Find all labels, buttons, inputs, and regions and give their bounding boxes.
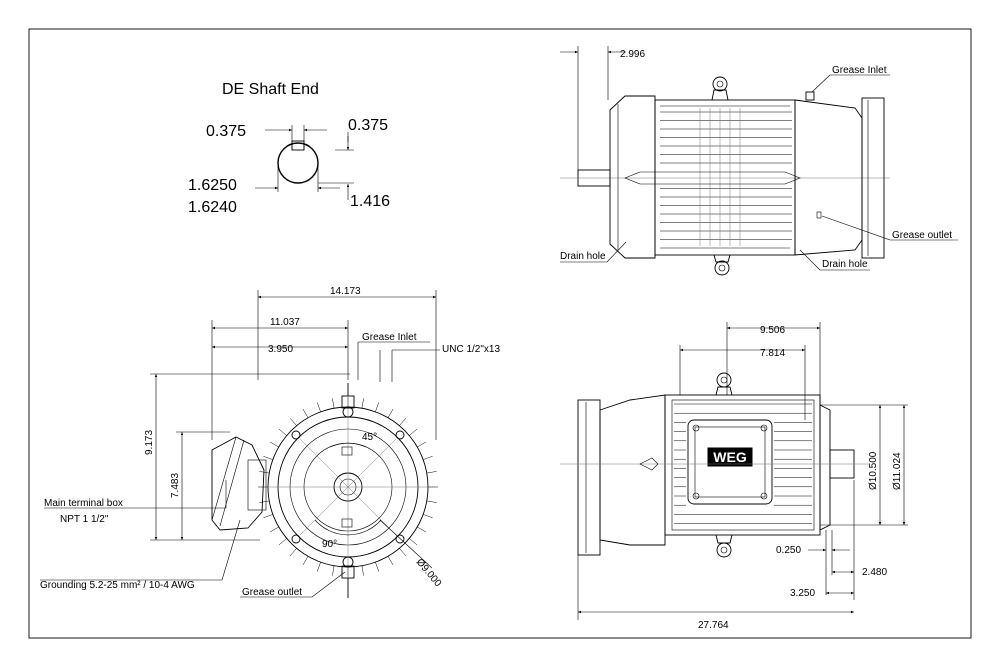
front-grease-outlet-label: Grease outlet xyxy=(242,587,302,598)
cooling-fin xyxy=(375,402,380,412)
cooling-fin xyxy=(263,455,273,460)
weg-logo-text: WEG xyxy=(713,449,747,465)
shaft-dia-min: 1.6240 xyxy=(188,199,237,216)
cooling-fin xyxy=(361,565,364,576)
cooling-fin xyxy=(409,538,418,546)
front-thread-label: UNC 1/2"x13 xyxy=(442,344,500,355)
shaft-key-depth: 0.375 xyxy=(348,117,388,134)
cooling-fin xyxy=(259,500,270,503)
side-terminal-box xyxy=(687,419,773,505)
cooling-fin xyxy=(278,538,287,546)
cooling-fin xyxy=(426,500,437,503)
top-shaft-length: 2.996 xyxy=(620,49,645,60)
front-angle-top: 45° xyxy=(362,432,377,443)
weg-logo: WEG xyxy=(707,447,753,467)
cooling-fin xyxy=(399,548,407,557)
cooling-fin xyxy=(289,548,297,557)
drawing-frame xyxy=(28,28,972,639)
cooling-fin xyxy=(426,471,437,474)
side-shaft-ext: 2.480 xyxy=(862,567,887,578)
cooling-fin xyxy=(269,441,279,448)
cooling-fin xyxy=(332,398,335,409)
top-grease-outlet-label: Grease outlet xyxy=(892,230,952,241)
cooling-fin xyxy=(417,526,427,533)
front-grease-inlet-label: Grease Inlet xyxy=(362,332,417,343)
cooling-fin xyxy=(289,417,297,426)
side-feet-span-inner: 7.814 xyxy=(760,348,785,359)
top-view: 2.996 Grease Inlet Grease xyxy=(560,46,958,276)
cooling-fin xyxy=(409,428,418,436)
front-height-total: 9.173 xyxy=(144,430,155,455)
side-feet-span-outer: 9.506 xyxy=(760,325,785,336)
cooling-fin xyxy=(269,526,279,533)
cooling-fin xyxy=(399,417,407,426)
cooling-fin xyxy=(302,556,309,566)
front-center-to-inlet: 3.950 xyxy=(268,344,293,355)
side-overall-length: 27.764 xyxy=(698,620,729,631)
top-grease-inlet-label: Grease Inlet xyxy=(832,65,887,76)
cooling-fin xyxy=(361,398,364,409)
front-view: 14.173 11.037 3.950 Grease Inlet UNC 1/2… xyxy=(40,286,500,598)
cooling-fin xyxy=(423,455,433,460)
shaft-end-title: DE Shaft End xyxy=(222,81,319,98)
front-center-to-box: 11.037 xyxy=(270,317,300,328)
cooling-fin xyxy=(375,562,380,572)
cooling-fin xyxy=(278,428,287,436)
side-dia-outer: Ø11.024 xyxy=(892,452,903,490)
cooling-fin xyxy=(423,514,433,519)
terminal-box-label-line2: NPT 1 1/2" xyxy=(60,514,109,525)
de-shaft-end-view: DE Shaft End 0.375 0.375 1.6250 1.6240 1… xyxy=(188,81,390,216)
front-overall-width: 14.173 xyxy=(330,286,361,297)
shaft-key-height: 1.416 xyxy=(350,193,390,210)
shaft-dia-max: 1.6250 xyxy=(188,177,237,194)
side-offset-small: 0.250 xyxy=(776,545,801,556)
terminal-box-label-line1: Main terminal box xyxy=(44,498,123,509)
top-drain-hole-left: Drain hole xyxy=(560,251,606,262)
front-angle-bottom: 90° xyxy=(322,539,337,550)
terminal-box xyxy=(211,436,265,531)
cooling-fin xyxy=(316,562,321,572)
cooling-fin xyxy=(332,565,335,576)
side-shaft-total: 3.250 xyxy=(790,588,815,599)
side-view: 9.506 7.814 WEG xyxy=(560,322,908,631)
cooling-fin xyxy=(302,408,309,418)
front-height-box: 7.483 xyxy=(170,473,181,498)
cooling-fin xyxy=(316,402,321,412)
side-dia-inner: Ø10.500 xyxy=(868,451,879,490)
cooling-fin xyxy=(263,514,273,519)
top-drain-hole-right: Drain hole xyxy=(822,259,868,270)
front-flange-dia: Ø9.000 xyxy=(414,557,444,590)
cooling-fin xyxy=(417,441,427,448)
cooling-fin xyxy=(387,408,394,418)
shaft-key-width: 0.375 xyxy=(206,123,246,140)
cooling-fin xyxy=(387,556,394,566)
shaft-circle xyxy=(277,142,319,184)
grounding-label: Grounding 5.2-25 mm² / 10-4 AWG xyxy=(40,580,195,591)
